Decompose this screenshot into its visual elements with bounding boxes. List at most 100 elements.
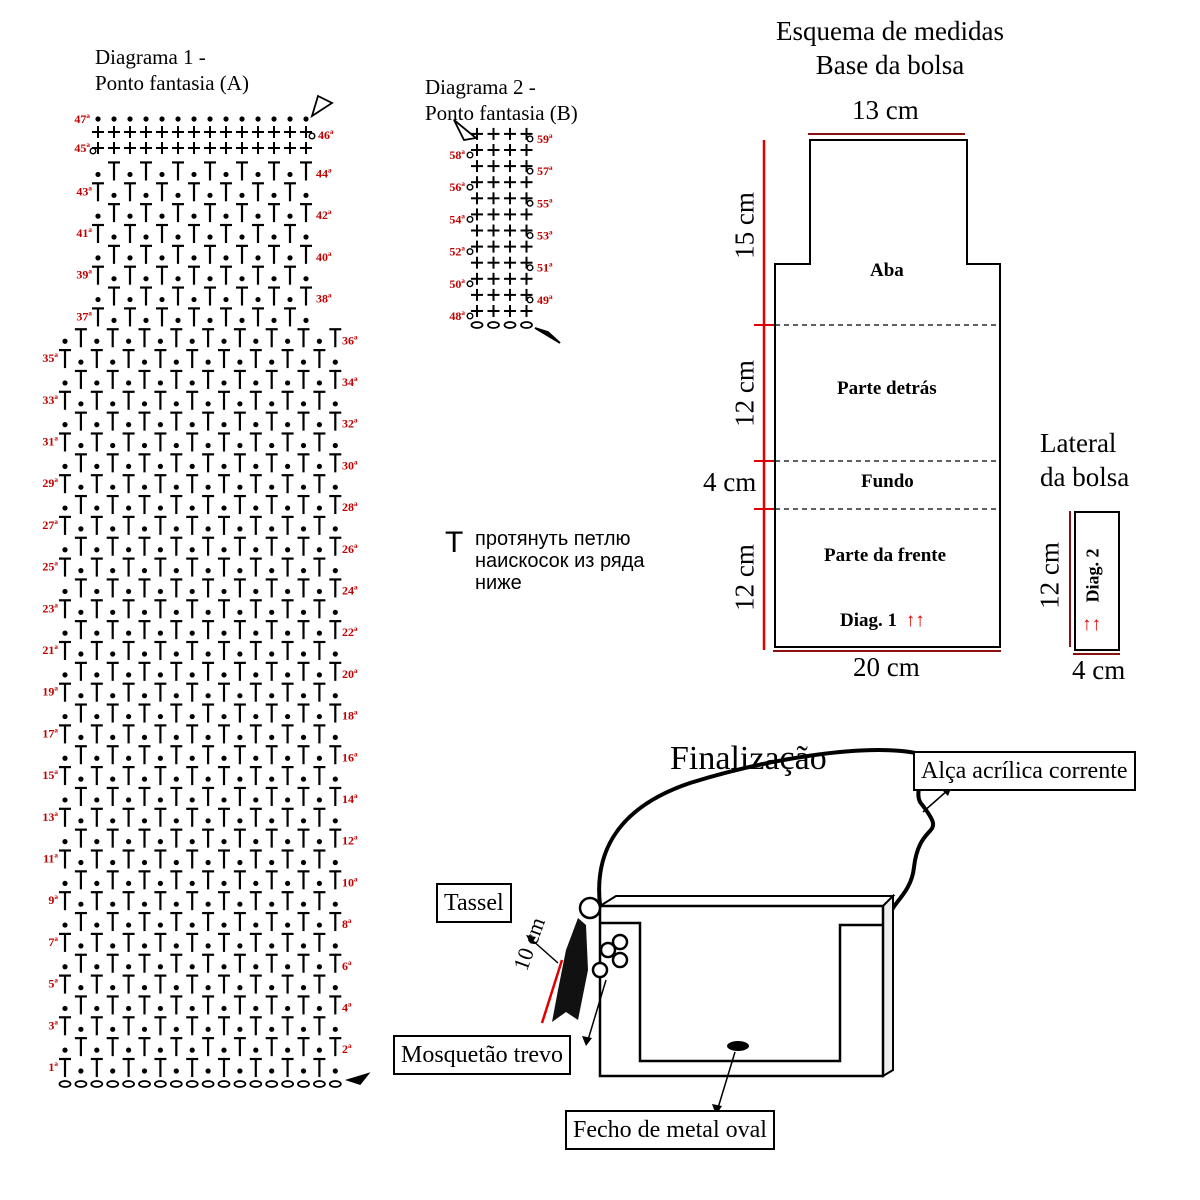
tall-stitch-symbol: [90, 640, 103, 660]
single-crochet-symbol: [268, 142, 280, 154]
slip-stitch-dot: [78, 1026, 84, 1032]
single-crochet-symbol: [520, 305, 533, 317]
slip-stitch-dot: [316, 797, 322, 803]
tassel-length-measure-line: [540, 959, 564, 1024]
slip-stitch-dot: [62, 338, 68, 344]
slip-stitch-dot: [110, 859, 116, 866]
row-label: 12ª: [342, 834, 358, 848]
row-label: 43ª: [76, 184, 92, 198]
slip-stitch-dot: [110, 568, 116, 574]
tall-stitch-symbol: [202, 411, 215, 431]
tall-stitch-symbol: [236, 161, 248, 181]
tall-stitch-symbol: [268, 161, 280, 181]
slip-stitch-dot: [110, 776, 116, 782]
tall-stitch-symbol: [265, 494, 278, 515]
tall-stitch-symbol: [202, 369, 215, 389]
slip-stitch-dot: [141, 901, 148, 907]
slip-stitch-dot: [94, 630, 100, 636]
tall-stitch-symbol: [74, 536, 87, 556]
tall-stitch-symbol: [329, 578, 342, 598]
slip-stitch-dot: [78, 568, 84, 574]
slip-stitch-dot: [189, 672, 195, 678]
row-label: 37ª: [76, 309, 92, 323]
row-label: 19ª: [42, 685, 58, 699]
slip-stitch-dot: [285, 338, 291, 344]
row-label: 10ª: [342, 875, 358, 889]
slip-stitch-dot: [110, 693, 116, 699]
section-flap-label: Aba: [870, 260, 904, 281]
slip-stitch-dot: [173, 1068, 179, 1074]
tall-stitch-symbol: [249, 765, 262, 786]
tall-stitch-symbol: [233, 620, 246, 640]
row-label: 42ª: [316, 208, 332, 222]
slip-stitch-dot: [253, 422, 259, 428]
slip-stitch-dot: [189, 713, 195, 720]
single-crochet-symbol: [108, 126, 120, 138]
tall-stitch-symbol: [106, 453, 119, 473]
tall-stitch-symbol: [329, 1037, 342, 1057]
slip-stitch-dot: [141, 568, 148, 574]
tall-stitch-symbol: [202, 995, 215, 1015]
row-label: 46ª: [318, 128, 334, 142]
slip-stitch-dot: [269, 818, 275, 824]
slip-stitch-dot: [62, 755, 68, 761]
tall-stitch-symbol: [156, 182, 168, 202]
tall-stitch-symbol: [106, 995, 119, 1015]
chain-stitch-symbol: [138, 1080, 151, 1088]
tall-stitch-symbol: [284, 223, 296, 243]
tall-stitch-symbol: [281, 1016, 294, 1036]
tall-stitch-symbol: [265, 328, 278, 348]
tall-stitch-symbol: [90, 349, 103, 369]
slip-stitch-dot: [332, 859, 338, 866]
tall-stitch-symbol: [74, 995, 87, 1015]
tall-stitch-symbol: [170, 328, 183, 348]
diagram2-title: Diagrama 2 - Ponto fantasia (B): [425, 74, 578, 126]
slip-stitch-dot: [221, 588, 227, 595]
tall-stitch-symbol: [170, 703, 183, 723]
slip-stitch-dot: [269, 526, 275, 532]
tall-stitch-symbol: [249, 724, 262, 744]
tall-stitch-symbol: [59, 390, 71, 410]
tall-stitch-symbol: [297, 661, 310, 681]
tall-stitch-symbol: [122, 349, 135, 369]
tall-stitch-symbol: [329, 494, 342, 515]
single-crochet-symbol: [220, 142, 232, 154]
slip-stitch-dot: [271, 234, 277, 240]
tall-stitch-symbol: [313, 765, 326, 786]
slip-stitch-dot: [253, 588, 259, 595]
tall-stitch-symbol: [106, 953, 119, 973]
slip-stitch-dot: [205, 734, 211, 741]
slip-stitch-dot: [62, 463, 68, 469]
slip-stitch-dot: [253, 1047, 259, 1053]
chain-stitch-symbol: [185, 1080, 199, 1088]
slip-stitch-dot: [223, 116, 229, 122]
tall-stitch-symbol: [281, 390, 294, 410]
slip-stitch-dot: [269, 651, 275, 657]
tall-stitch-symbol: [268, 244, 280, 264]
slip-stitch-dot: [62, 964, 68, 970]
slip-stitch-dot: [189, 422, 195, 428]
slip-stitch-dot: [159, 296, 165, 303]
row-label: 34ª: [342, 375, 358, 389]
slip-stitch-dot: [62, 880, 68, 886]
tall-stitch-symbol: [106, 703, 119, 723]
tall-stitch-symbol: [281, 432, 294, 452]
slip-stitch-dot: [78, 693, 84, 699]
single-crochet-symbol: [504, 240, 516, 253]
tall-stitch-symbol: [233, 870, 246, 890]
slip-stitch-dot: [157, 380, 163, 386]
slip-stitch-dot: [269, 401, 275, 407]
tall-stitch-symbol: [204, 161, 216, 181]
slip-stitch-dot: [110, 484, 116, 490]
tall-stitch-symbol: [186, 724, 199, 744]
slip-stitch-dot: [300, 859, 307, 866]
tall-stitch-symbol: [74, 661, 87, 681]
tall-stitch-symbol: [59, 432, 71, 452]
row-label: 23ª: [42, 601, 58, 615]
row-label: 56ª: [449, 180, 465, 194]
single-crochet-symbol: [471, 305, 483, 317]
chain-stitch-symbol: [520, 321, 533, 329]
tall-stitch-symbol: [122, 557, 135, 577]
chain-stitch-symbol: [201, 1080, 215, 1088]
tall-stitch-symbol: [313, 891, 326, 911]
